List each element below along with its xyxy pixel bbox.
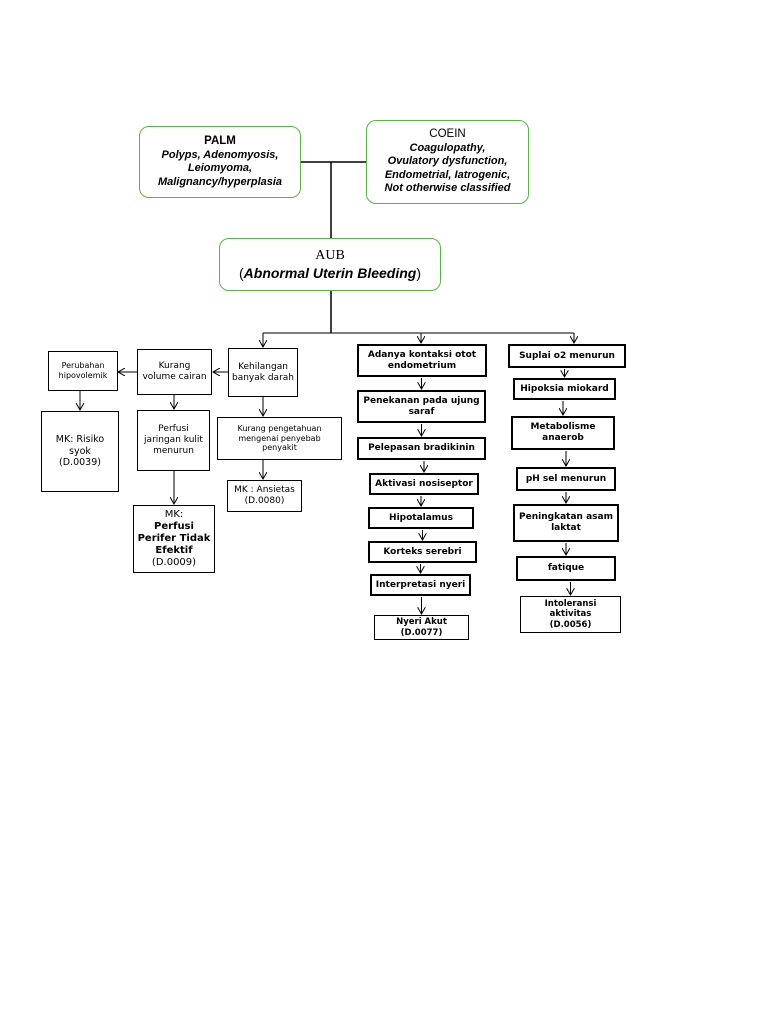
right-label-4: Peningkatan asam laktat xyxy=(519,512,613,533)
palm-line1: Polyps, Adenomyosis, xyxy=(161,148,279,161)
ansietas-label: MK : Ansietas xyxy=(234,485,295,496)
palm-box: PALM Polyps, Adenomyosis, Leiomyoma, Mal… xyxy=(139,126,301,198)
kurang-volume-box: Kurang volume cairan xyxy=(137,349,212,395)
right-label-3: pH sel menurun xyxy=(525,473,607,484)
right-box-5: fatique xyxy=(516,556,616,581)
coein-title: COEIN xyxy=(429,128,466,141)
perubahan-hipovolemik-label: Perubahan hipovolemik xyxy=(58,361,108,380)
coein-line3: Endometrial, Iatrogenic, xyxy=(384,168,511,181)
middle-label-1: Penekanan pada ujung saraf xyxy=(363,395,480,417)
middle-label-2: Pelepasan bradikinin xyxy=(368,443,475,454)
perubahan-hipovolemik-box: Perubahan hipovolemik xyxy=(48,351,118,391)
perfusi-jaringan-box: Perfusi jaringan kulit menurun xyxy=(137,410,210,471)
right-label-1: Hipoksia miokard xyxy=(520,383,609,394)
intoleransi-box: Intoleransi aktivitas (D.0056) xyxy=(520,596,621,633)
ansietas-box: MK : Ansietas (D.0080) xyxy=(227,480,302,512)
coein-line4: Not otherwise classified xyxy=(384,182,511,195)
risiko-syok-label: MK: Risiko syok xyxy=(55,434,105,457)
right-box-2: Metabolisme anaerob xyxy=(511,416,615,450)
aub-full-name: (Abnormal Uterin Bleeding) xyxy=(238,264,422,281)
aub-box: AUB (Abnormal Uterin Bleeding) xyxy=(219,238,441,291)
risiko-syok-code: (D.0039) xyxy=(59,457,101,469)
middle-box-5: Korteks serebri xyxy=(368,541,477,563)
mk-perfusi-code: (D.0009) xyxy=(151,557,197,568)
risiko-syok-box: MK: Risiko syok (D.0039) xyxy=(41,411,119,492)
nyeri-akut-label: Nyeri Akut xyxy=(396,617,447,628)
mk-perfusi-prefix: MK: xyxy=(164,509,184,520)
right-box-3: pH sel menurun xyxy=(516,467,616,491)
coein-line2: Ovulatory dysfunction, xyxy=(387,155,508,168)
nyeri-akut-box: Nyeri Akut (D.0077) xyxy=(374,615,469,640)
ansietas-code: (D.0080) xyxy=(244,496,285,506)
mk-perfusi-label: Perfusi Perifer Tidak Efektif xyxy=(137,521,211,556)
kurang-pengetahuan-box: Kurang pengetahuan mengenai penyebab pen… xyxy=(217,417,342,460)
middle-label-6: Interpretasi nyeri xyxy=(375,579,466,590)
right-box-4: Peningkatan asam laktat xyxy=(513,504,619,542)
kurang-volume-label: Kurang volume cairan xyxy=(142,361,207,382)
middle-label-0: Adanya kontaksi otot endometrium xyxy=(367,349,477,371)
kurang-pengetahuan-label: Kurang pengetahuan mengenai penyebab pen… xyxy=(237,424,322,453)
right-label-2: Metabolisme anaerob xyxy=(530,422,596,443)
middle-box-3: Aktivasi nosiseptor xyxy=(369,473,479,495)
perfusi-jaringan-label: Perfusi jaringan kulit menurun xyxy=(144,424,203,456)
middle-box-1: Penekanan pada ujung saraf xyxy=(357,390,486,423)
intoleransi-code: (D.0056) xyxy=(549,619,592,630)
middle-box-6: Interpretasi nyeri xyxy=(370,574,471,596)
right-label-0: Suplai o2 menurun xyxy=(519,350,615,361)
right-box-0: Suplai o2 menurun xyxy=(508,344,626,368)
middle-box-2: Pelepasan bradikinin xyxy=(357,437,486,460)
right-label-5: fatique xyxy=(547,563,585,574)
middle-box-0: Adanya kontaksi otot endometrium xyxy=(357,344,487,377)
kehilangan-darah-label: Kehilangan banyak darah xyxy=(232,361,294,383)
middle-label-5: Korteks serebri xyxy=(383,546,462,557)
intoleransi-label: Intoleransi aktivitas xyxy=(544,599,597,620)
middle-label-4: Hipotalamus xyxy=(389,512,453,523)
mk-perfusi-box: MK: Perfusi Perifer Tidak Efektif (D.000… xyxy=(133,505,215,573)
palm-title: PALM xyxy=(204,134,236,147)
kehilangan-darah-box: Kehilangan banyak darah xyxy=(228,348,298,397)
coein-box: COEIN Coagulopathy, Ovulatory dysfunctio… xyxy=(366,120,529,204)
palm-line3: Malignancy/hyperplasia xyxy=(157,175,283,188)
aub-abbr: AUB xyxy=(315,247,345,263)
coein-line1: Coagulopathy, xyxy=(409,142,486,155)
middle-box-4: Hipotalamus xyxy=(368,507,474,529)
palm-line2: Leiomyoma, xyxy=(187,162,253,175)
middle-label-3: Aktivasi nosiseptor xyxy=(375,478,473,489)
nyeri-akut-code: (D.0077) xyxy=(400,627,443,638)
right-box-1: Hipoksia miokard xyxy=(513,378,616,400)
